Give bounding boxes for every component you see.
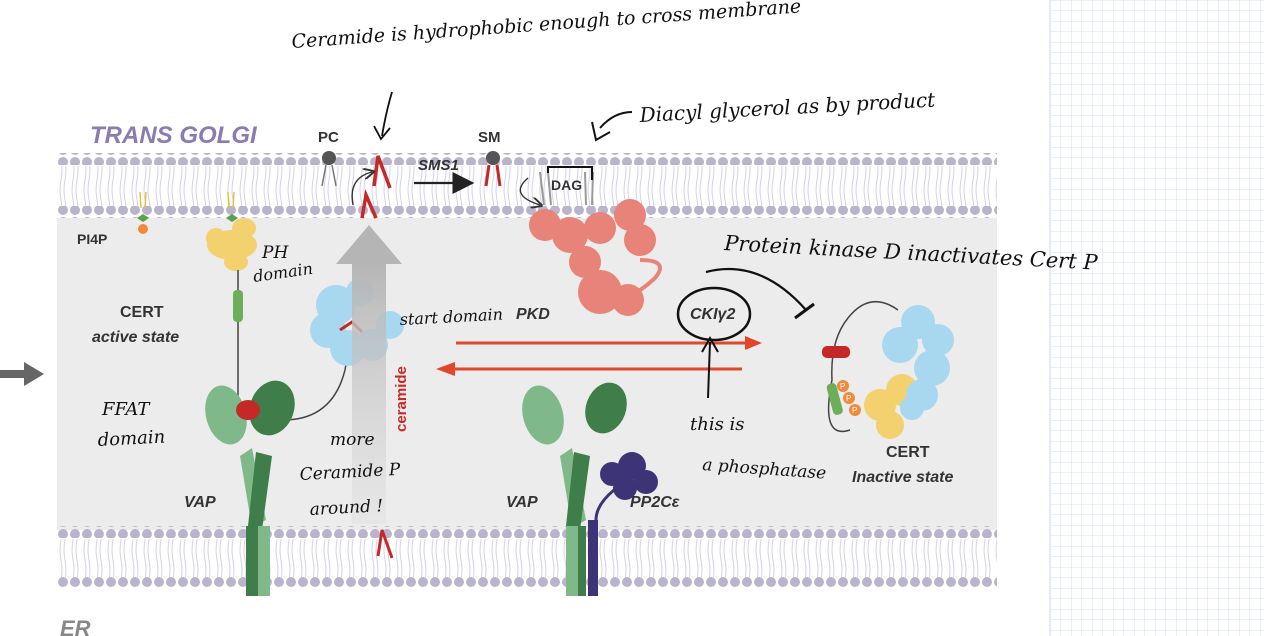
note-this-is: this is (690, 414, 745, 435)
left-arrow-icon (0, 362, 44, 386)
note-ffat-2: domain (97, 426, 166, 451)
ceramide-molecule-icon (360, 188, 378, 219)
pi4p-label: PI4P (77, 231, 107, 247)
sms1-label: SMS1 (418, 157, 459, 174)
cert-inactive-ph-domain (864, 374, 918, 439)
vap-left-protein (205, 380, 295, 596)
sm-lipid-icon (484, 151, 502, 187)
pc-label: PC (318, 129, 339, 146)
ceramide-flow-arrow (336, 225, 402, 524)
sm-label: SM (478, 129, 501, 146)
pkd-protein (529, 199, 662, 316)
svg-text:P: P (840, 382, 845, 391)
note-arrow-up-ckig2 (701, 335, 719, 399)
dag-lipid-icon (539, 171, 594, 206)
note-ceramide-hydrophobic: Ceramide is hydrophobic enough to cross … (291, 0, 802, 53)
golgi-membrane (57, 153, 997, 218)
ffat-motif-shape (236, 400, 260, 420)
flip-arrow-icon (351, 172, 372, 206)
ckig2-label: CKIγ2 (690, 306, 735, 323)
note-arrow-down-ceramide (373, 91, 393, 141)
er-membrane (57, 526, 997, 589)
cert-active-title: CERT (120, 304, 164, 321)
vap-left-label: VAP (184, 494, 216, 511)
cert-inactive-title: CERT (886, 444, 930, 461)
dag-arrow-icon (519, 177, 540, 205)
dag-label: DAG (551, 177, 582, 193)
cert-inactive-subtitle: Inactive state (852, 469, 953, 486)
pp2c-label: PP2Cε (630, 494, 680, 511)
equilibrium-arrows (436, 336, 762, 376)
cert-inactive-green-domain (826, 383, 843, 415)
svg-text:P: P (852, 406, 857, 415)
note-diacyl-glycerol: Diacyl glycerol as by product (638, 87, 937, 127)
pp2c-protein (588, 452, 658, 596)
dag-bracket (547, 166, 593, 180)
note-arrow-diacyl (591, 111, 633, 142)
note-inhibit-arrow (705, 267, 807, 311)
cert-active-subtitle: active state (92, 329, 179, 346)
cert-mid-domain (233, 290, 243, 322)
phosphate-group-icons: P P P (837, 380, 861, 416)
note-more-1: more (330, 430, 375, 450)
ckig2-circle-annotation (676, 286, 752, 342)
note-ffat-1: FFAT (101, 399, 151, 420)
ceramide-vertical-label: ceramide (393, 366, 410, 432)
trans-golgi-label: TRANS GOLGI (90, 122, 258, 149)
note-more-3: around ! (309, 496, 383, 520)
pc-lipid-icon (321, 151, 337, 187)
er-ceramide-icon (376, 529, 394, 559)
ph-domain-shape (206, 218, 257, 271)
cert-inactive-red-domain (822, 346, 850, 358)
note-ph-domain-1: PH (261, 243, 289, 263)
er-label: ER (60, 616, 91, 636)
cert-inactive-start-domain (882, 305, 954, 420)
pi4p-lipid-icon (137, 191, 149, 234)
cytosol-region (57, 218, 997, 530)
pkd-label: PKD (516, 306, 550, 323)
svg-text:P: P (846, 394, 851, 403)
vap-right-protein (522, 382, 627, 596)
graph-paper-background (1050, 0, 1264, 636)
vap-right-label: VAP (506, 494, 538, 511)
